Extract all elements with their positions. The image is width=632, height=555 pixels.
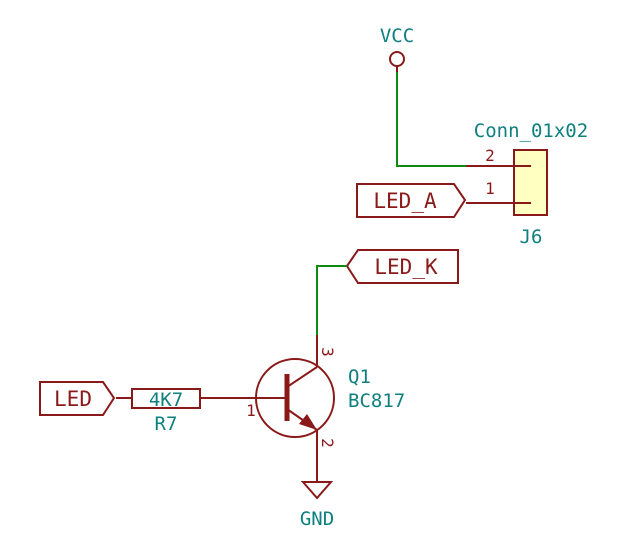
gnd-symbol: GND xyxy=(300,463,334,530)
gnd-label: GND xyxy=(300,508,334,530)
led-a-label-text: LED_A xyxy=(373,189,437,213)
transistor-pin-collector: 3 xyxy=(318,347,337,357)
led-label-shape xyxy=(39,381,116,416)
connector-body xyxy=(513,149,548,216)
net-label-led-a: LED_A xyxy=(356,183,467,218)
transistor-reference: Q1 xyxy=(348,366,371,388)
net-label-led-k: LED_K xyxy=(345,249,459,284)
transistor-pin-emitter: 2 xyxy=(318,438,337,448)
transistor-q1: 1 3 2 Q1 BC817 xyxy=(235,335,405,463)
vcc-symbol: VCC xyxy=(380,25,414,72)
transistor-emitter-arrow xyxy=(299,414,317,430)
vcc-label: VCC xyxy=(380,25,414,47)
led-label-text: LED xyxy=(54,387,92,411)
transistor-collector-leg xyxy=(286,366,318,388)
wire-vcc-j6 xyxy=(396,72,466,167)
connector-reference: J6 xyxy=(520,226,543,248)
led-k-label-shape xyxy=(345,249,459,284)
vcc-circle xyxy=(389,51,405,67)
led-a-label-shape xyxy=(356,183,467,218)
resistor-value: 4K7 xyxy=(149,389,183,411)
net-label-led: LED xyxy=(39,381,116,416)
wire-ledk-collector xyxy=(316,265,347,335)
transistor-pin-base: 1 xyxy=(246,401,256,420)
led-k-label-text: LED_K xyxy=(374,255,438,279)
connector-pin1-number: 1 xyxy=(485,179,495,198)
connector-j6: Conn_01x02 2 1 J6 xyxy=(466,120,588,248)
gnd-triangle xyxy=(300,481,334,500)
connector-value: Conn_01x02 xyxy=(474,120,588,142)
resistor-reference: R7 xyxy=(155,413,178,435)
connector-pin2-number: 2 xyxy=(485,146,495,165)
resistor-r7: 4K7 R7 xyxy=(116,388,235,435)
transistor-value: BC817 xyxy=(348,390,405,412)
